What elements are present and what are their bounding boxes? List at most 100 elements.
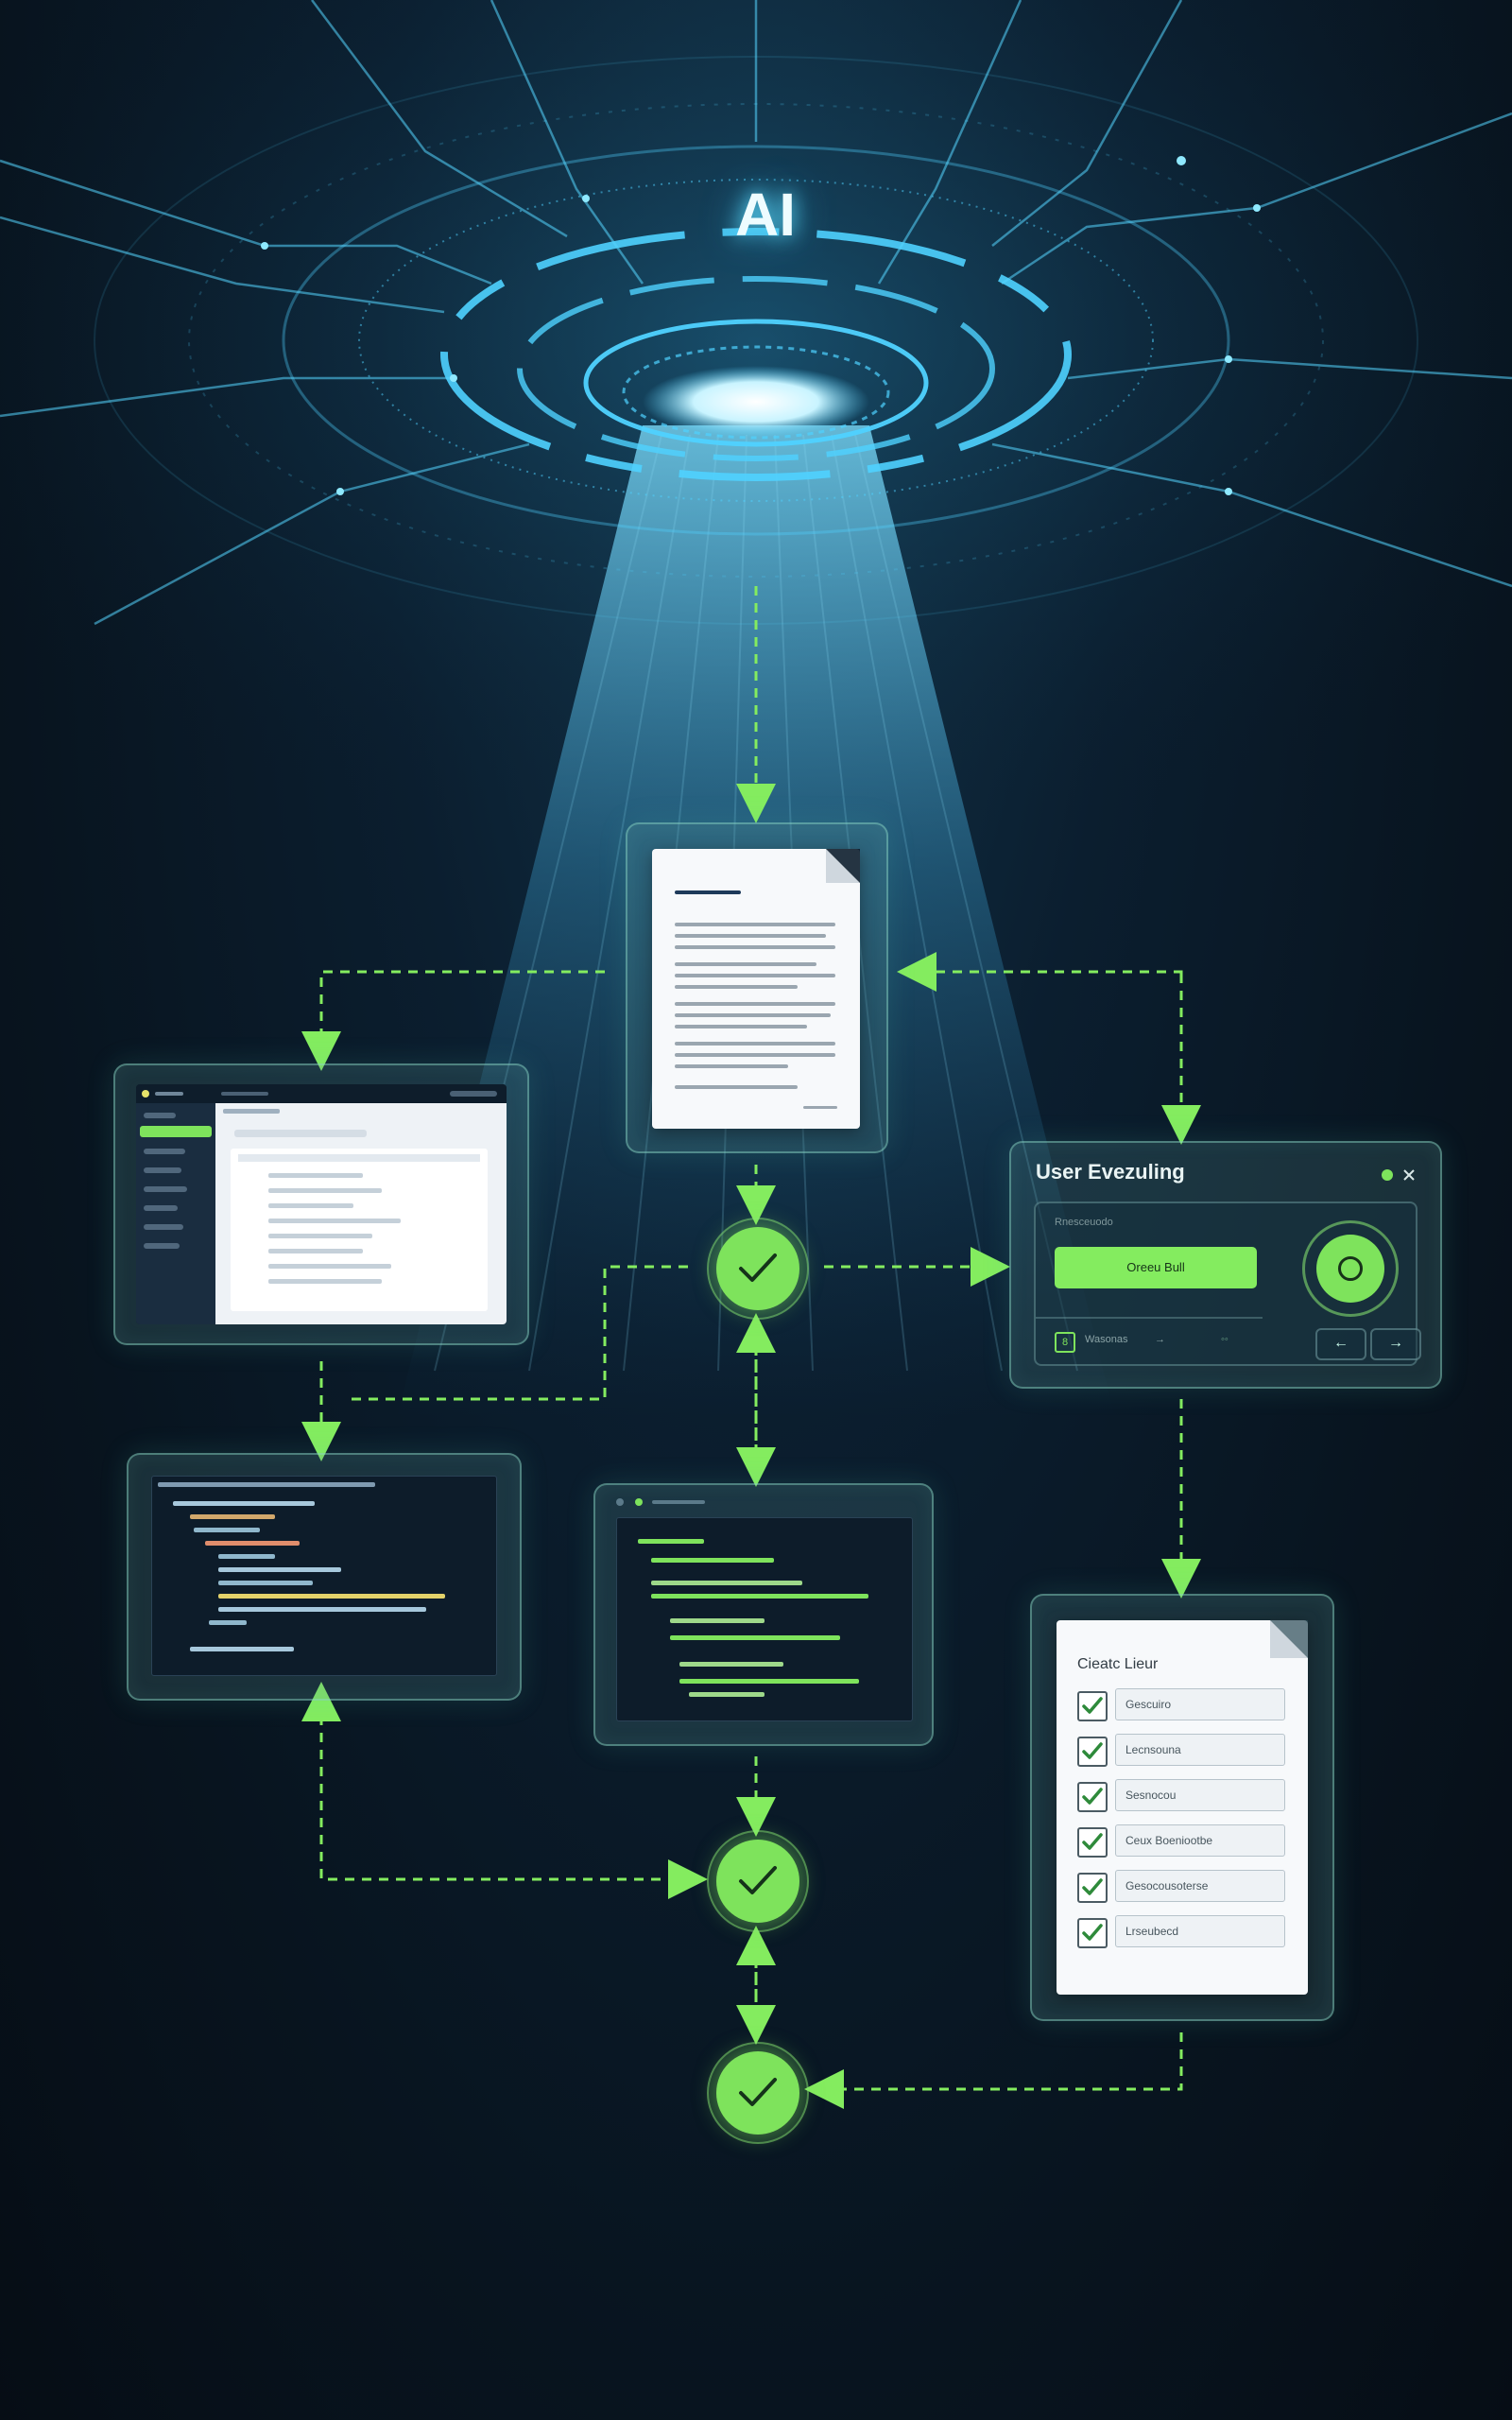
checklist-field: Gescuiro [1115, 1688, 1285, 1720]
sidebar-item[interactable] [144, 1243, 180, 1249]
code-line [218, 1594, 445, 1599]
code-line [218, 1567, 341, 1572]
checkbox-checked[interactable] [1077, 1827, 1108, 1858]
checkmark-icon [1082, 1742, 1103, 1759]
table-row[interactable] [268, 1203, 353, 1208]
sidebar-item[interactable] [144, 1186, 187, 1192]
footer-link-icon: ◦◦ [1221, 1334, 1228, 1345]
code-line [670, 1618, 765, 1623]
checklist-field: Lecnsouna [1115, 1734, 1285, 1766]
checklist-field: Gesocousoterse [1115, 1870, 1285, 1902]
code-line [218, 1607, 426, 1612]
table-row[interactable] [268, 1219, 401, 1223]
table-row[interactable] [268, 1234, 372, 1238]
doc-line [675, 1053, 835, 1057]
code-line [638, 1539, 704, 1544]
content-search[interactable] [234, 1130, 367, 1137]
nav-next-button[interactable]: → [1370, 1328, 1421, 1360]
status-dot-icon [1382, 1169, 1393, 1181]
sidebar-item-active[interactable] [140, 1126, 212, 1137]
doc-line [675, 1085, 798, 1089]
code-line [173, 1501, 315, 1506]
code-line [190, 1514, 275, 1519]
dial-knob[interactable] [1316, 1235, 1384, 1303]
doc-line [675, 923, 835, 926]
table-row[interactable] [268, 1173, 363, 1178]
checklist-item[interactable]: Lecnsouna [1077, 1734, 1285, 1767]
footer-bar: 8 Wasonas → ◦◦ [1036, 1317, 1263, 1364]
dial-ring-icon [1338, 1256, 1363, 1281]
sidebar-item[interactable] [144, 1113, 176, 1118]
code-line [209, 1620, 247, 1625]
code-editor [151, 1476, 497, 1676]
app-window-panel[interactable] [113, 1063, 529, 1345]
doc-line [675, 962, 816, 966]
checklist-item[interactable]: Gescuiro [1077, 1688, 1285, 1721]
sidebar-item[interactable] [144, 1149, 185, 1154]
checklist-item[interactable]: Lrseubecd [1077, 1915, 1285, 1948]
code-line [651, 1581, 802, 1585]
checklist-item[interactable]: Ceux Boeniootbe [1077, 1824, 1285, 1858]
primary-action-button[interactable]: Oreeu Bull [1055, 1247, 1257, 1288]
checkmark-icon [739, 2078, 777, 2106]
content-breadcrumb [223, 1109, 280, 1114]
document-page [652, 849, 860, 1129]
sidebar-item[interactable] [144, 1205, 178, 1211]
checkmark-icon [1082, 1924, 1103, 1941]
doc-line [675, 1042, 835, 1046]
footer-item-label: Wasonas [1085, 1334, 1128, 1345]
code-editor-panel[interactable] [127, 1453, 522, 1701]
table-row[interactable] [268, 1249, 363, 1253]
sidebar-item[interactable] [144, 1167, 181, 1173]
check-node-1 [707, 1218, 809, 1320]
code-line [218, 1554, 275, 1559]
hologram-core [643, 366, 869, 438]
doc-line [675, 1064, 788, 1068]
terminal-tab [652, 1500, 705, 1504]
user-window-panel[interactable]: User Evezuling Rnesceuodo Oreeu Bull 8 W… [1009, 1141, 1442, 1389]
checkmark-icon [1082, 1788, 1103, 1805]
checkbox-checked[interactable] [1077, 1782, 1108, 1812]
table-row[interactable] [268, 1279, 382, 1284]
checklist-field: Ceux Boeniootbe [1115, 1824, 1285, 1857]
ai-label: AI [735, 181, 796, 249]
checklist-item[interactable]: Sesnocou [1077, 1779, 1285, 1812]
titlebar-icons [450, 1091, 497, 1097]
sidebar-item[interactable] [144, 1224, 183, 1230]
code-line [651, 1594, 868, 1599]
document-panel[interactable] [626, 822, 888, 1153]
app-logo-icon [142, 1090, 149, 1098]
doc-line [675, 985, 798, 989]
checkbox-checked[interactable] [1077, 1873, 1108, 1903]
checkmark-icon [1082, 1697, 1103, 1714]
code-line [218, 1581, 313, 1585]
dial-control[interactable] [1302, 1220, 1399, 1317]
titlebar-text [155, 1092, 183, 1096]
check-node-2 [707, 1830, 809, 1932]
user-window-title: User Evezuling [1036, 1160, 1185, 1184]
checkbox-checked[interactable] [1077, 1737, 1108, 1767]
table-row[interactable] [268, 1264, 391, 1269]
checkmark-icon [739, 1866, 777, 1894]
code-line [205, 1541, 300, 1546]
page-fold-icon [1270, 1620, 1308, 1658]
checkbox-checked[interactable] [1077, 1918, 1108, 1948]
doc-line [675, 1002, 835, 1006]
titlebar-search [221, 1092, 268, 1096]
checklist-item[interactable]: Gesocousoterse [1077, 1870, 1285, 1903]
checkbox-checked[interactable] [1077, 1691, 1108, 1721]
terminal-output [616, 1517, 913, 1721]
table-row[interactable] [268, 1188, 382, 1193]
terminal-panel[interactable] [593, 1483, 934, 1746]
nav-prev-button[interactable]: ← [1315, 1328, 1366, 1360]
app-titlebar [136, 1084, 507, 1103]
footer-arrow-icon: → [1155, 1334, 1165, 1345]
checklist-field: Sesnocou [1115, 1779, 1285, 1811]
footer-badge: 8 [1055, 1332, 1075, 1353]
checkmark-icon [1082, 1878, 1103, 1895]
app-sidebar [136, 1103, 215, 1324]
close-icon[interactable] [1402, 1168, 1416, 1182]
